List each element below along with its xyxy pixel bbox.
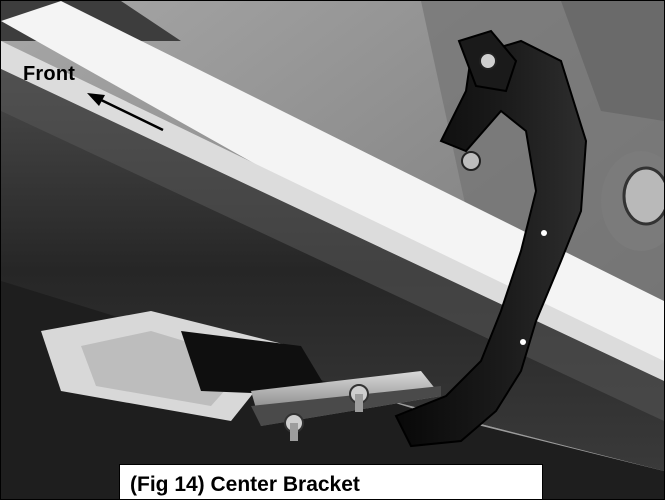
bracket-hole xyxy=(520,339,526,345)
bolt xyxy=(479,52,497,70)
frame-rail-top xyxy=(561,1,664,121)
light-strip xyxy=(1,1,664,361)
step-slot xyxy=(181,331,331,396)
center-bracket xyxy=(394,39,588,448)
direction-label: Front xyxy=(23,63,76,85)
bolt xyxy=(461,151,481,171)
bracket-hole xyxy=(541,230,547,236)
suspension-part-inner xyxy=(622,166,664,226)
figure-caption-box: (Fig 14) Center Bracket xyxy=(119,464,543,499)
bolt-stem xyxy=(355,394,363,412)
bolt-stem xyxy=(290,423,298,441)
figure-caption: (Fig 14) Center Bracket xyxy=(130,473,360,496)
arrow-up-left-icon xyxy=(87,93,164,132)
